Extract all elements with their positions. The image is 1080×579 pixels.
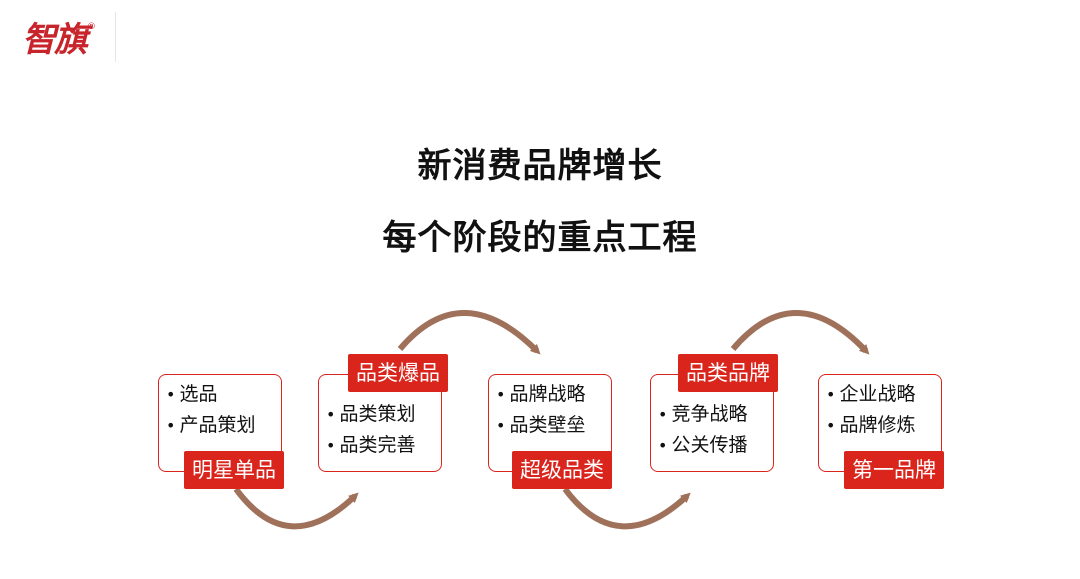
stage-item: •公关传播: [658, 434, 748, 456]
arrow-stage4-to-stage5: [730, 310, 870, 355]
stage-item: •选品: [166, 383, 218, 405]
logo-divider: [115, 12, 116, 62]
stage-label-4: 品类品牌: [678, 354, 778, 392]
stage-label-1: 明星单品: [184, 451, 284, 489]
stage-item: •品牌战略: [496, 383, 586, 405]
stage-item: •竞争战略: [658, 403, 748, 425]
arrow-stage3-to-stage4: [562, 487, 691, 530]
stage-label-3: 超级品类: [512, 451, 612, 489]
page-title: 新消费品牌增长: [417, 146, 663, 186]
stage-item: •品类策划: [326, 403, 416, 425]
stage-item: •企业战略: [826, 383, 916, 405]
page-subtitle: 每个阶段的重点工程: [382, 218, 698, 258]
stage-label-2: 品类爆品: [348, 354, 448, 392]
logo-text: 智旗: [22, 20, 88, 60]
stage-item: •产品策划: [166, 414, 256, 436]
stage-label-5: 第一品牌: [844, 451, 944, 489]
arrow-stage1-to-stage2: [233, 487, 359, 530]
registered-mark: ®: [87, 22, 96, 32]
stage-item: •品类壁垒: [496, 414, 586, 436]
brand-logo: 智旗 ®: [22, 18, 96, 62]
stage-item: •品类完善: [326, 434, 416, 456]
arrow-stage2-to-stage3: [397, 310, 541, 355]
stage-item: •品牌修炼: [826, 414, 916, 436]
